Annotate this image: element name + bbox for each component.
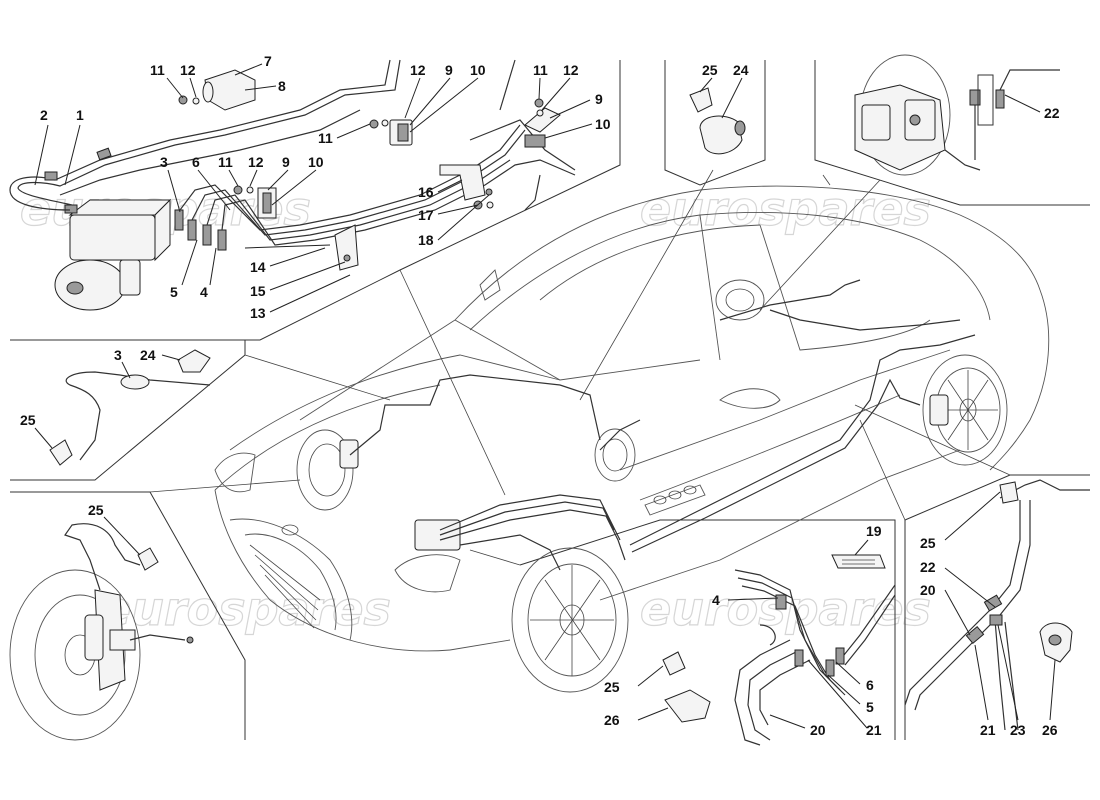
callout-label: 6 (192, 154, 200, 170)
callout-label: 13 (250, 305, 266, 321)
brake-pipes-routing (349, 279, 976, 571)
callout-label: 3 (114, 347, 122, 363)
abs-unit-detail (9, 59, 576, 311)
callout-label: 24 (733, 62, 749, 78)
watermark-text: eurospares (100, 582, 391, 636)
callout-label: 4 (712, 592, 720, 608)
callout-label: 23 (1010, 722, 1026, 738)
callout-label: 4 (200, 284, 208, 300)
callout-label: 5 (170, 284, 178, 300)
sensor-detail-top-center (689, 87, 746, 155)
callout-label: 6 (866, 677, 874, 693)
callout-label: 10 (470, 62, 486, 78)
caliper-detail-top-right (854, 54, 1060, 176)
callout-label: 10 (595, 116, 611, 132)
callout-label: 25 (20, 412, 36, 428)
callout-label: 20 (920, 582, 936, 598)
callout-label: 16 (418, 184, 434, 200)
pipe-detail-bottom-right (904, 479, 1090, 731)
car-body-outline (214, 185, 1050, 693)
callout-label: 3 (160, 154, 168, 170)
callout-label: 19 (866, 523, 882, 539)
callout-label: 21 (980, 722, 996, 738)
callout-label: 1 (76, 107, 84, 123)
callout-label: 9 (445, 62, 453, 78)
sensor-detail-mid-left (49, 349, 211, 466)
callout-label: 9 (595, 91, 603, 107)
callout-label: 21 (866, 722, 882, 738)
callout-label: 20 (810, 722, 826, 738)
callout-label: 11 (218, 154, 233, 170)
callout-label: 15 (250, 283, 266, 299)
callout-label: 12 (410, 62, 426, 78)
callout-label: 10 (308, 154, 324, 170)
callout-label: 7 (264, 53, 272, 69)
callout-label: 12 (563, 62, 579, 78)
callout-label: 25 (88, 502, 104, 518)
callout-leaders (34, 63, 1056, 729)
callout-label: 24 (140, 347, 156, 363)
callout-label: 26 (604, 712, 620, 728)
callout-label: 8 (278, 78, 286, 94)
callout-label: 12 (248, 154, 264, 170)
callout-label: 11 (533, 62, 548, 78)
callout-labels: 2 1 11 12 7 8 12 9 10 11 11 12 9 10 3 6 … (20, 53, 1060, 738)
callout-label: 18 (418, 232, 434, 248)
callout-label: 17 (418, 207, 434, 223)
callout-label: 26 (1042, 722, 1058, 738)
callout-label: 22 (1044, 105, 1060, 121)
callout-label: 5 (866, 699, 874, 715)
callout-label: 25 (604, 679, 620, 695)
callout-label: 2 (40, 107, 48, 123)
rear-brake-detail (9, 523, 194, 741)
callout-label: 22 (920, 559, 936, 575)
watermark-text: eurospares (640, 182, 931, 236)
callout-label: 11 (318, 130, 333, 146)
callout-label: 11 (150, 62, 165, 78)
callout-label: 14 (250, 259, 266, 275)
callout-label: 25 (920, 535, 936, 551)
callout-label: 9 (282, 154, 290, 170)
pipe-detail-bottom-center (662, 554, 896, 746)
callout-label: 12 (180, 62, 196, 78)
detail-leader-lines (149, 169, 1011, 566)
callout-label: 25 (702, 62, 718, 78)
